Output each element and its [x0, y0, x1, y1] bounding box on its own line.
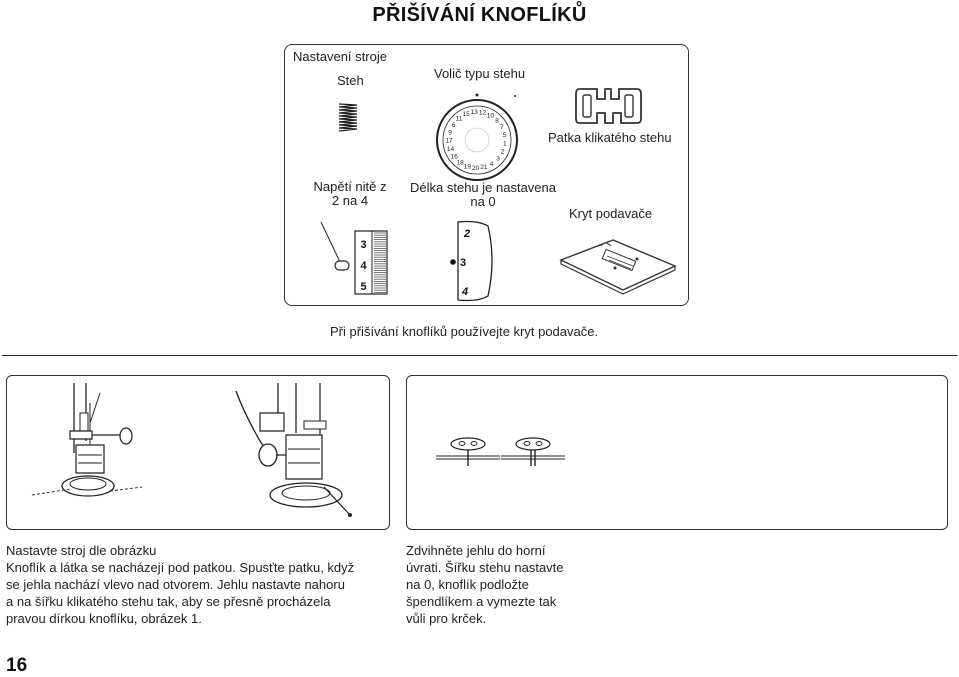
selector-dial-number: 6: [452, 122, 456, 129]
tension-number-4: 4: [360, 260, 367, 272]
needle-and-foot-illustration-left: [30, 383, 145, 513]
zigzag-presser-foot-icon: [575, 86, 647, 126]
selector-label: Volič typu stehu: [434, 66, 525, 81]
selector-dial-number: 3: [496, 156, 500, 163]
stitch-length-dial: 2 3 4: [446, 220, 498, 302]
stitch-label: Steh: [337, 73, 364, 88]
length-number-4: 4: [461, 286, 468, 298]
selector-dial-number: 20: [472, 165, 480, 172]
tension-number-3: 3: [360, 239, 366, 251]
button-shank-illustration-1: [436, 436, 500, 468]
feed-cover-plate-icon: [553, 232, 681, 302]
selector-dial-number: 21: [480, 164, 488, 171]
length-number-3: 3: [460, 257, 466, 269]
selector-dial-number: 1: [503, 141, 507, 148]
selector-dial-number: 4: [490, 161, 494, 168]
button-shank-illustration-2: [501, 436, 565, 468]
selector-dial-number: 7: [500, 124, 504, 131]
section-divider: [2, 355, 957, 356]
selector-dial-number: 14: [447, 146, 455, 153]
selector-dial-number: 19: [464, 163, 472, 170]
selector-dial-number: 12: [479, 110, 487, 117]
tension-number-5: 5: [360, 281, 366, 293]
selector-dial-number: 13: [471, 109, 479, 116]
thread-tension-dial: 3 4 5: [318, 222, 388, 298]
instructions-left: Nastavte stroj dle obrázku Knoflík a lát…: [6, 542, 354, 627]
page-number: 16: [6, 655, 27, 677]
selector-dial-number: 17: [445, 138, 453, 145]
thread-tension-label: Napětí nitě z 2 na 4: [300, 180, 400, 208]
length-number-2: 2: [463, 228, 470, 240]
zigzag-foot-label: Patka klikatého stehu: [548, 130, 672, 145]
selector-dial-number: 18: [456, 159, 464, 166]
selector-dial-number: 9: [448, 129, 452, 136]
instructions-right: Zdvihněte jehlu do horní úvrati. Šířku s…: [406, 542, 564, 627]
zigzag-stitch-icon: [336, 102, 360, 134]
selector-dial-number: 5: [503, 132, 507, 139]
needle-and-foot-illustration-right: [226, 383, 366, 519]
selector-dial-number: 15: [462, 111, 470, 118]
selector-dial-number: 2: [501, 149, 505, 156]
stitch-length-label: Délka stehu je nastavena na 0: [398, 181, 568, 209]
feed-cover-note: Při přišívání knoflíků používejte kryt p…: [330, 324, 598, 339]
selector-dial-number: 10: [487, 112, 495, 119]
machine-settings-label: Nastavení stroje: [293, 49, 387, 64]
selector-dial-number: 8: [495, 117, 499, 124]
feed-cover-label: Kryt podavače: [569, 206, 652, 221]
page-title: PŘIŠÍVÁNÍ KNOFLÍKŮ: [0, 4, 959, 27]
selector-dial-number: 16: [451, 153, 459, 160]
